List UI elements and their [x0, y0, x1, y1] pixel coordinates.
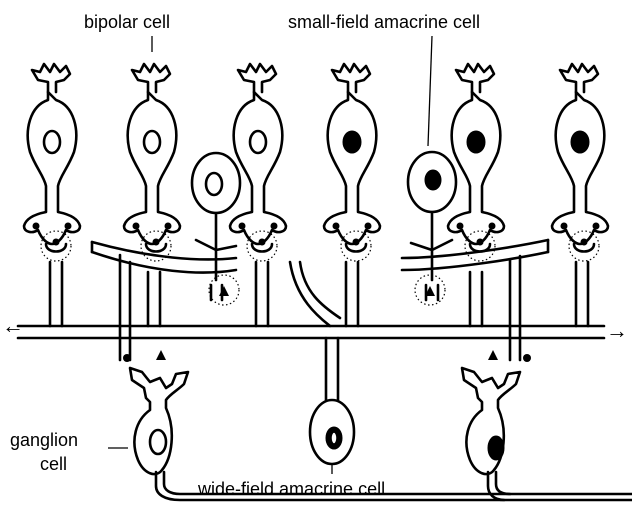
crossing-process [92, 242, 236, 259]
synapse-dot [523, 354, 531, 362]
synapse-dot [65, 223, 72, 230]
label-small-field-amacrine-cell: small-field amacrine cell [288, 12, 480, 32]
nucleus-open [250, 131, 266, 153]
label-ganglion-cell-line2: cell [40, 454, 67, 474]
nucleus-filled [571, 131, 589, 153]
synapse-dot [123, 354, 131, 362]
synapse-dot [133, 223, 140, 230]
bipolar-cell [230, 64, 286, 261]
synapse-dot [271, 223, 278, 230]
nucleus-open [144, 131, 160, 153]
bipolar-cell-group [24, 64, 608, 261]
synapse-dot [353, 239, 360, 246]
synapse-dot [477, 239, 484, 246]
synapse-dot [489, 223, 496, 230]
synapse-dot [259, 239, 266, 246]
synapse-dot [457, 223, 464, 230]
label-bipolar-cell: bipolar cell [84, 12, 170, 32]
bipolar-axon-stems [50, 255, 588, 360]
nucleus-filled [425, 170, 441, 190]
nucleus-filled [467, 131, 485, 153]
bipolar-cell [24, 64, 80, 261]
synapse-dot [239, 223, 246, 230]
synapse-triangle [219, 286, 229, 296]
nucleus-open [150, 430, 166, 454]
wide-field-amacrine-cell [310, 338, 354, 474]
label-wide-field-amacrine-cell: wide-field amacrine cell [197, 479, 385, 499]
synapse-triangle [488, 350, 498, 360]
bipolar-cell [124, 64, 180, 261]
synapse-dot [333, 223, 340, 230]
synapse-dot [53, 239, 60, 246]
nucleus-filled [488, 436, 504, 460]
synapse-dot [165, 223, 172, 230]
synapse-dot [153, 239, 160, 246]
label-ganglion-cell-line1: ganglion [10, 430, 78, 450]
bipolar-cell [448, 64, 504, 261]
bipolar-cell [324, 64, 380, 261]
synapse-dot [581, 239, 588, 246]
synapse-dot [33, 223, 40, 230]
ganglion-cell-right [462, 368, 520, 500]
bipolar-cell [552, 64, 608, 261]
arrow-left: ← [2, 313, 24, 338]
synapse-triangle [156, 350, 166, 360]
crossing-process [92, 252, 236, 273]
synapse-dot [561, 223, 568, 230]
synapse-dot [593, 223, 600, 230]
leader-line [428, 36, 432, 146]
nucleus-filled [343, 131, 361, 153]
synapse-dot [365, 223, 372, 230]
nucleus-open [206, 173, 222, 195]
arrow-right: → [606, 318, 628, 343]
nucleus-open [44, 131, 60, 153]
